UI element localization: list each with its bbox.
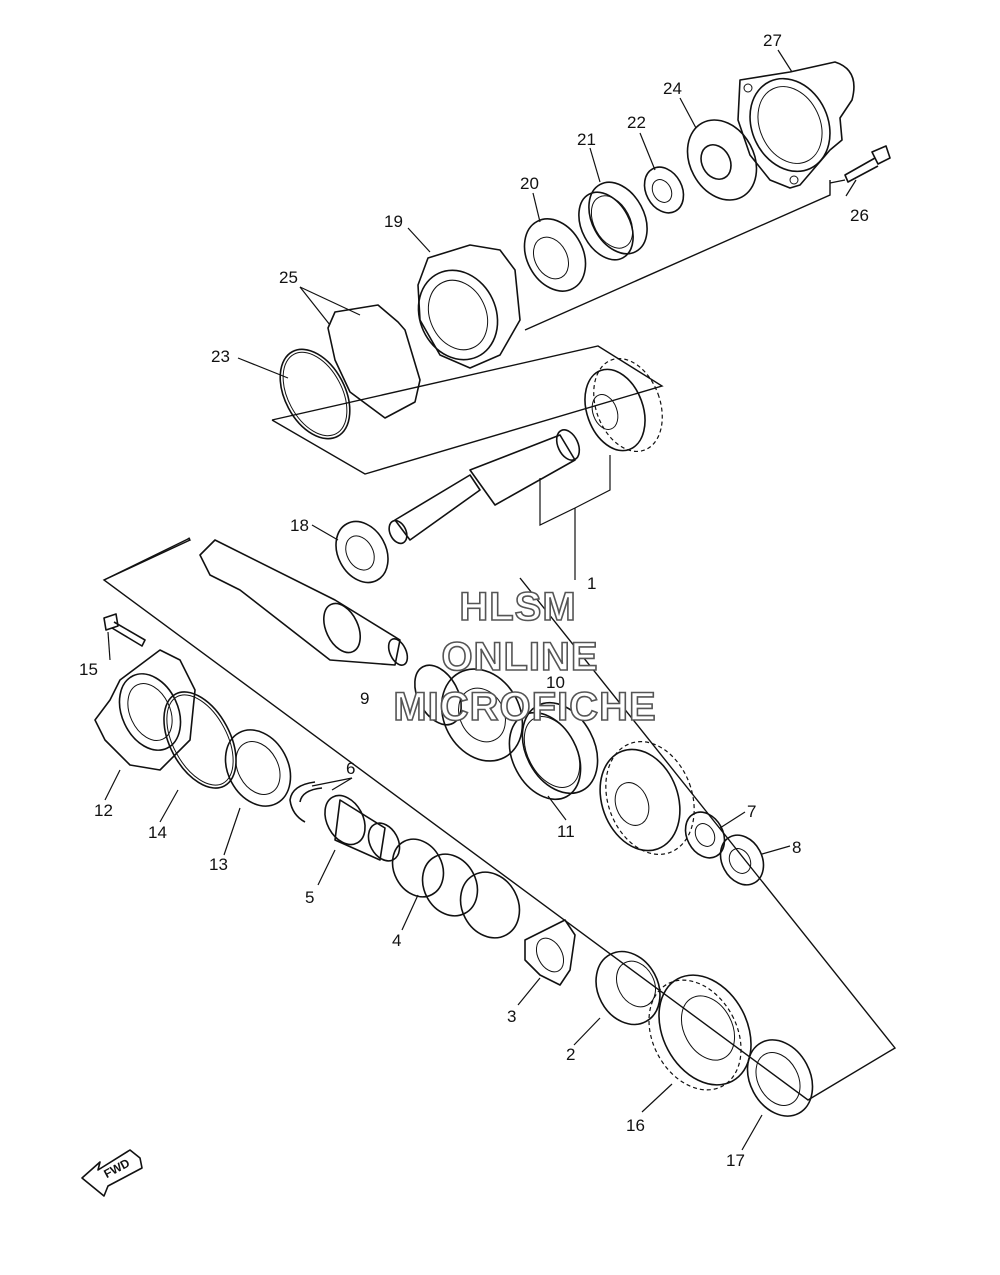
part-12-cover — [94, 649, 196, 771]
callout-6: 6 — [346, 759, 355, 778]
part-25-shim — [327, 304, 421, 419]
callout-23: 23 — [211, 347, 230, 366]
callout-20: 20 — [520, 174, 539, 193]
part-21-bearing — [578, 181, 648, 261]
part-3-retainer — [524, 919, 576, 986]
callout-16: 16 — [626, 1116, 645, 1135]
part-1-gear-and-shaft — [388, 357, 663, 545]
callout-15: 15 — [79, 660, 98, 679]
part-17-bearing — [746, 1039, 814, 1117]
part-16-gear — [648, 974, 752, 1091]
part-5-collar — [324, 794, 401, 862]
callout-22: 22 — [627, 113, 646, 132]
part-main-shaft — [199, 539, 409, 666]
callout-26: 26 — [850, 206, 869, 225]
callout-7: 7 — [747, 802, 756, 821]
part-20-bearing — [523, 218, 587, 292]
watermark-line-2: ONLINE — [441, 635, 598, 679]
part-18-bearing — [335, 520, 389, 584]
part-13-seal — [224, 729, 292, 807]
watermark-line-3: MICROFICHE — [393, 685, 656, 729]
part-6-circlip — [289, 781, 323, 823]
callout-2: 2 — [566, 1045, 575, 1064]
callout-24: 24 — [663, 79, 682, 98]
callout-17: 17 — [726, 1151, 745, 1170]
watermark: HLSM ONLINE MICROFICHE — [393, 584, 657, 730]
part-23-o-ring — [279, 348, 351, 440]
callout-4: 4 — [392, 931, 401, 950]
part-26-bolt — [844, 145, 891, 183]
fwd-label: FWD — [101, 1156, 132, 1181]
part-27-housing — [737, 61, 855, 189]
part-19-housing — [417, 244, 521, 369]
part-10-bearing — [440, 668, 524, 762]
callout-18: 18 — [290, 516, 309, 535]
callout-11: 11 — [557, 822, 575, 841]
callout-8: 8 — [792, 838, 801, 857]
assembly-frames — [102, 179, 897, 1101]
callout-21: 21 — [577, 130, 596, 149]
part-22-nut — [643, 166, 685, 214]
part-8-nut — [719, 834, 765, 886]
callout-labels: 1 2 3 4 5 6 7 8 9 10 11 12 13 14 15 16 1… — [79, 31, 869, 1170]
callout-3: 3 — [507, 1007, 516, 1026]
leader-lines — [104, 49, 857, 1151]
part-2-clutch — [595, 950, 661, 1026]
part-14-o-ring — [163, 691, 237, 789]
callout-5: 5 — [305, 888, 314, 907]
fwd-arrow-icon: FWD — [81, 1149, 143, 1197]
callout-1: 1 — [587, 574, 596, 593]
callout-14: 14 — [148, 823, 167, 842]
part-15-bolt — [103, 613, 146, 647]
watermark-line-1: HLSM — [459, 585, 576, 629]
callout-12: 12 — [94, 801, 113, 820]
callout-13: 13 — [209, 855, 228, 874]
callout-27: 27 — [763, 31, 782, 50]
part-11-bearing — [508, 701, 599, 801]
part-4-spring — [391, 838, 521, 939]
part-9-ring — [414, 664, 462, 726]
callout-19: 19 — [384, 212, 403, 231]
callout-9: 9 — [360, 689, 369, 708]
part-7-washer — [684, 811, 726, 859]
callout-10: 10 — [546, 673, 565, 692]
part-gear-lower — [599, 741, 695, 855]
part-24-bearing — [686, 119, 758, 201]
callout-25: 25 — [279, 268, 298, 287]
